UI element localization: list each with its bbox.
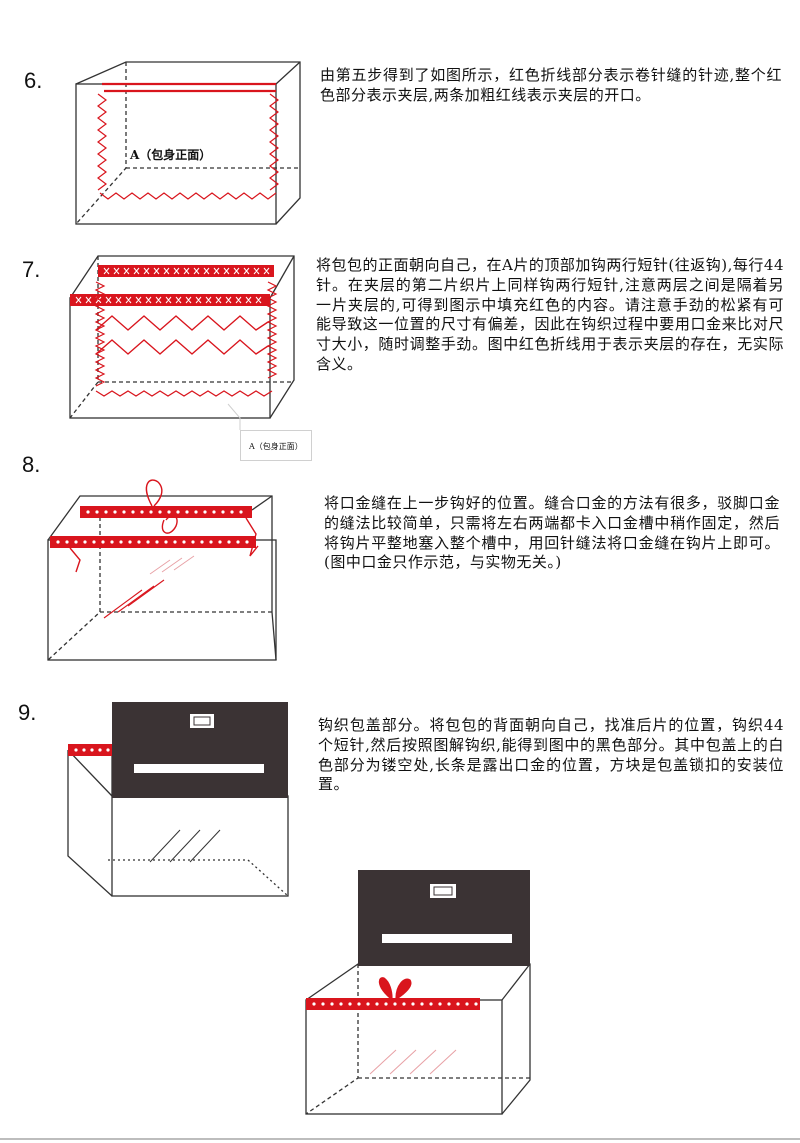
step-8-clasp xyxy=(69,479,259,573)
step-7-box xyxy=(69,255,295,419)
step-8-frame-red xyxy=(50,506,256,548)
step-7-number: 7. xyxy=(22,257,41,282)
step-9-number: 9. xyxy=(18,700,37,725)
step-9-clasp-b xyxy=(378,977,412,999)
step-6-number: 6. xyxy=(24,68,43,93)
step-6-text: 由第五步得到了如图所示，红色折线部分表示卷针缝的针迹,整个红色部分表示夹层,两条… xyxy=(320,66,782,104)
step-9-frame-b xyxy=(306,998,480,1010)
step-8-box xyxy=(47,495,277,661)
step-7-text: 将包包的正面朝向自己，在A片的顶部加钩两行短针(往返钩),每行44针。在夹层的第… xyxy=(316,256,784,373)
bottom-divider xyxy=(0,1138,800,1140)
step-7-figure-label: A（包身正面） xyxy=(240,430,312,461)
step-9-frame-a xyxy=(68,744,112,756)
step-9-box-b xyxy=(305,963,531,1115)
step-9-text: 钩织包盖部分。将包包的背面朝向自己，找准后片的位置，钩织44个短针,然后按照图解… xyxy=(318,716,784,794)
step-8-number: 8. xyxy=(22,452,41,477)
step-6-figure-label: A（包身正面） xyxy=(130,148,212,162)
step-6-red-seam xyxy=(97,82,279,200)
step-7-red-zigzag xyxy=(94,281,278,397)
step-8-text: 将口金缝在上一步钩好的位置。缝合口金的方法有很多，驳脚口金的缝法比较简单，只需将… xyxy=(324,494,780,572)
